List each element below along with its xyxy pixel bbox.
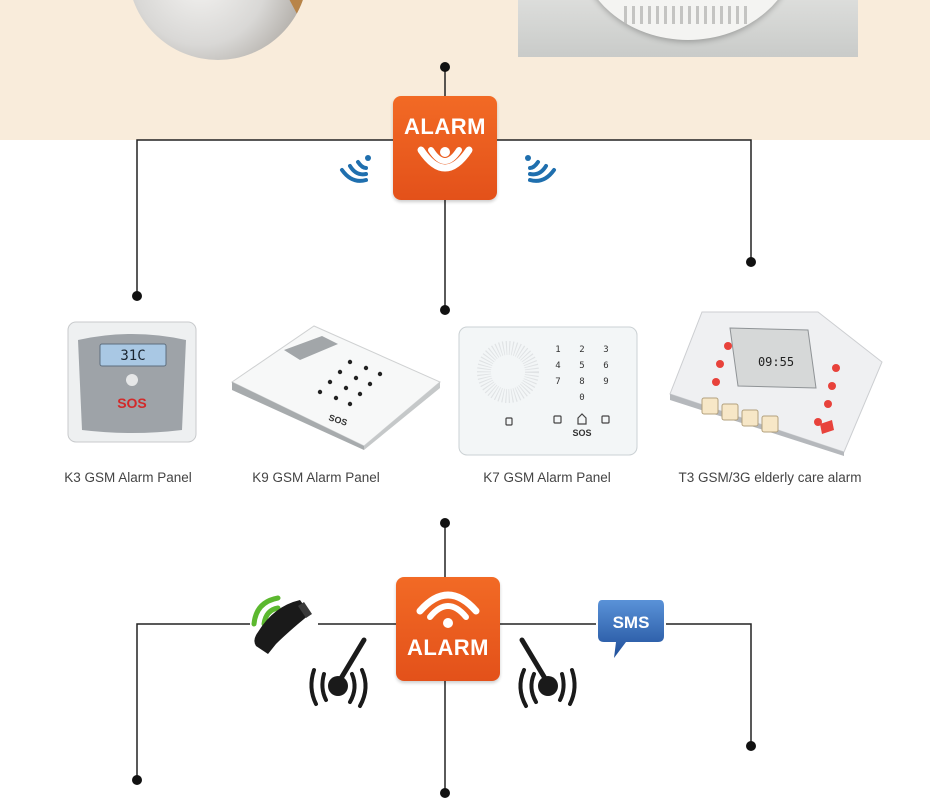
product-label-t3: T3 GSM/3G elderly care alarm xyxy=(678,470,862,485)
wireless-left-icon xyxy=(340,155,371,183)
k7-key: 3 xyxy=(603,345,608,355)
k7-key: 6 xyxy=(603,361,608,371)
siren-left-icon xyxy=(309,637,368,708)
wireless-right-icon xyxy=(525,155,556,183)
k3-display-text: 31C xyxy=(120,348,145,364)
alarm-label: ALARM xyxy=(407,635,489,660)
product-label-k9: K9 GSM Alarm Panel xyxy=(252,470,380,485)
phone-call-icon xyxy=(251,595,312,654)
smoke-detector-photo xyxy=(518,0,858,57)
sms-label: SMS xyxy=(613,613,650,632)
product-label-k3: K3 GSM Alarm Panel xyxy=(64,470,192,485)
node-dot xyxy=(440,62,450,72)
k7-key: 2 xyxy=(579,345,584,355)
product-label-k7: K7 GSM Alarm Panel xyxy=(483,470,611,485)
k7-key: 7 xyxy=(555,377,560,387)
node-dot xyxy=(746,257,756,267)
t3-alarm-image: 09:55 xyxy=(669,311,883,456)
k7-key: 4 xyxy=(555,361,560,371)
k7-key: 9 xyxy=(603,377,608,387)
alarm-label: ALARM xyxy=(404,114,486,139)
node-dot xyxy=(440,305,450,315)
signal-waves-icon xyxy=(416,591,480,628)
node-dot xyxy=(132,775,142,785)
node-dot xyxy=(440,518,450,528)
k7-key: 0 xyxy=(579,393,584,403)
node-dot xyxy=(440,788,450,798)
k7-key: 5 xyxy=(579,361,584,371)
k7-key: 8 xyxy=(579,377,584,387)
node-dot xyxy=(132,291,142,301)
t3-display-text: 09:55 xyxy=(758,355,794,369)
alarm-icon-top: ALARM xyxy=(393,96,497,200)
siren-right-icon xyxy=(518,637,577,708)
node-dot xyxy=(746,741,756,751)
sos-logo: SOS xyxy=(117,395,147,411)
k7-key: 1 xyxy=(555,345,560,355)
sos-logo: SOS xyxy=(572,428,591,438)
k3-panel-image: 31C SOS xyxy=(67,321,197,443)
k9-panel-image: SOS xyxy=(231,325,441,450)
alarm-icon-bottom: ALARM xyxy=(396,577,500,681)
sms-icon: SMS xyxy=(598,600,664,658)
signal-waves-icon xyxy=(417,146,473,172)
k7-panel-image: 1 2 3 4 5 6 7 8 9 0 SOS xyxy=(458,326,638,456)
